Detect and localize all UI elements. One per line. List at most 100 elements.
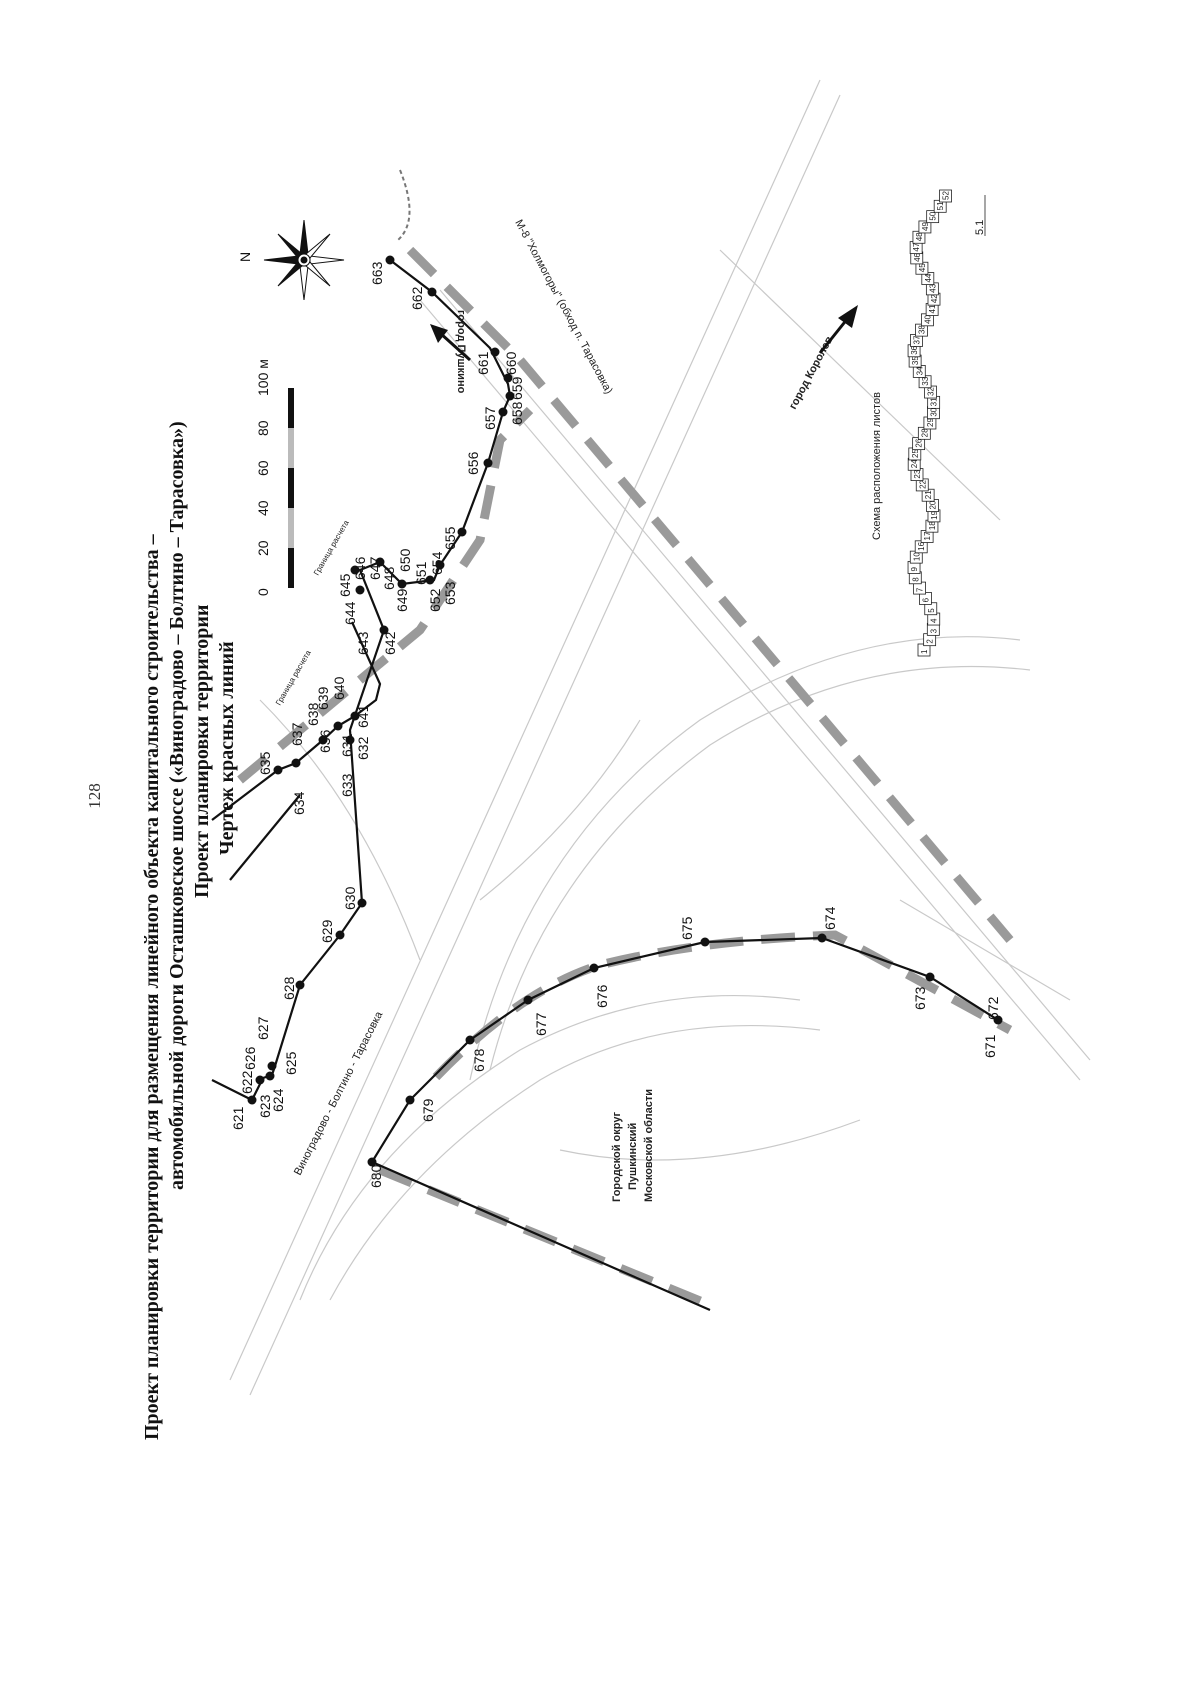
sheet-box-number: 20 [929,500,938,509]
point-label-624: 624 [270,1088,286,1112]
point-label-631: 631 [339,733,355,757]
sheet-box-number: 50 [929,211,938,220]
point-label-621: 621 [230,1106,246,1130]
point-label-660: 660 [503,351,519,375]
sheet-box-number: 38 [918,325,927,334]
sheet-box-number: 48 [915,232,924,241]
point-label-653: 653 [442,581,458,605]
title-line2: автомобильной дороги Осташковское шоссе … [166,421,188,1190]
point-label-661: 661 [475,351,491,375]
point-label-623: 623 [257,1094,273,1118]
sheet-box-number: 6 [921,597,930,602]
scale-tick-40: 40 [255,500,271,516]
point-label-672: 672 [985,996,1001,1020]
sheet-box-number: 26 [915,438,924,447]
title-line3: Проект планировки территории [191,605,213,898]
point-label-635: 635 [257,751,273,775]
point-label-634: 634 [291,791,307,815]
sheet-box-number: 52 [942,191,951,200]
arrow-korolev-icon [818,317,850,354]
scale-tick-80: 80 [255,420,271,436]
sheet-box-number: 5 [927,608,936,613]
sheet-box-number: 49 [921,222,930,231]
sheet-box-number: 41 [928,304,937,313]
sheet-box-number: 47 [912,242,921,251]
sheet-box-number: 10 [912,552,921,561]
point-label-662: 662 [409,286,425,310]
sheet-box-number: 8 [911,577,920,582]
sheet-box-number: 19 [930,510,939,519]
north-label: N [237,252,253,262]
district-label-line2: Пушкинский [627,1123,639,1190]
point-label-659: 659 [509,376,525,400]
point-label-642: 642 [382,631,398,655]
point-label-639: 639 [315,686,331,710]
scale-bar-body [288,388,294,588]
point-label-629: 629 [319,919,335,943]
scale-tick-60: 60 [255,460,271,476]
sheet-box-number: 45 [918,263,927,272]
sheet-box-number: 33 [921,376,930,385]
point-label-674: 674 [822,906,838,930]
point-label-678: 678 [471,1048,487,1072]
sheet-box-number: 1 [920,649,929,654]
point-label-652: 652 [427,588,443,612]
sheet-box-number: 24 [910,459,919,468]
sheet-box-number: 42 [930,294,939,303]
title-block: Проект планировки территории для размеще… [141,533,163,1440]
scale-tick-0: 0 [255,588,271,596]
point-label-658: 658 [509,401,525,425]
title-line4: Чертеж красных линий [216,641,238,855]
point-label-632: 632 [355,736,371,760]
point-label-649: 649 [394,588,410,612]
scale-tick-20: 20 [255,540,271,556]
point-label-663: 663 [369,261,385,285]
point-label-647: 647 [367,556,383,580]
district-label-line3: Московской области [643,1089,655,1202]
point-label-640: 640 [331,676,347,700]
sheet-box-number: 4 [930,618,939,623]
sheet-scheme: Схема расположения листов 12345678910161… [871,189,986,657]
point-label-645: 645 [337,573,353,597]
point-label-637: 637 [289,722,305,746]
point-label-675: 675 [679,916,695,940]
sheet-box-number: 51 [936,201,945,210]
point-label-646: 646 [352,556,368,580]
sheet-box [926,210,940,224]
arrow-pushkino-icon [438,331,472,362]
sheet-box-number: 22 [918,479,927,488]
point-label-650: 650 [397,548,413,572]
point-label-622: 622 [239,1070,255,1094]
sheet-box-number: 28 [920,428,929,437]
point-label-626: 626 [242,1046,258,1070]
sheet-box-number: 18 [928,521,937,530]
sheet-box-number: 37 [912,335,921,344]
point-label-633: 633 [339,773,355,797]
sheet-box-number: 7 [916,587,925,592]
sheet-box-number: 44 [924,273,933,282]
sheet-box-number: 30 [929,407,938,416]
scale-bar: 0 20 40 60 80 100 м [255,359,294,596]
sheet-box-number: 23 [913,469,922,478]
sheet-box-number: 16 [917,541,926,550]
point-label-627: 627 [255,1016,271,1040]
point-label-651: 651 [413,561,429,585]
point-label-648: 648 [381,566,397,590]
sheet-box-number: 35 [911,356,920,365]
point-label-671: 671 [982,1034,998,1058]
sheet-box-number: 9 [910,566,919,571]
sheet-box-number: 36 [910,345,919,354]
point-label-680: 680 [368,1164,384,1188]
sheet-box-number: 29 [926,418,935,427]
point-label-628: 628 [281,976,297,1000]
point-label-676: 676 [594,984,610,1008]
point-label-656: 656 [465,451,481,475]
sheet-scheme-title: Схема расположения листов [871,392,883,540]
point-label-636: 636 [317,729,333,753]
arrows [430,305,858,362]
sheet-box-number: 21 [924,490,933,499]
point-label-679: 679 [420,1098,436,1122]
point-labels: 621 622 623 624 625 626 627 628 629 630 … [230,261,1001,1188]
sheet-box-number: 40 [923,314,932,323]
